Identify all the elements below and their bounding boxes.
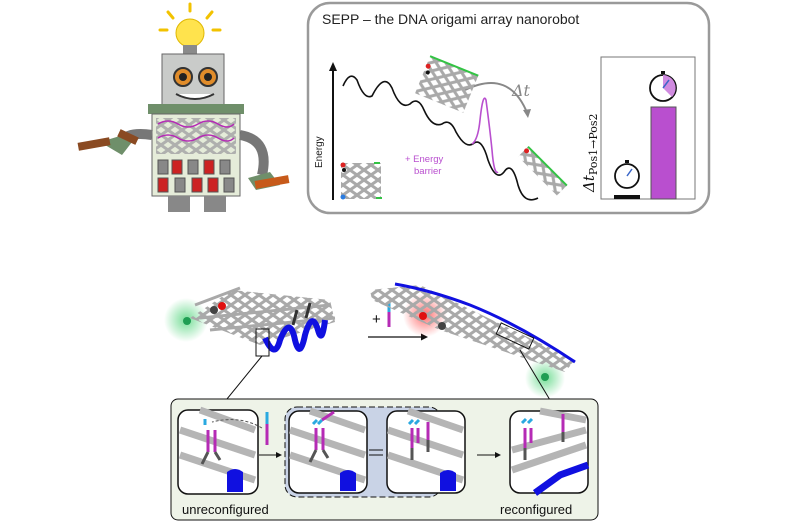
zoom-view-4 xyxy=(509,407,590,496)
delta-t-label: Δt xyxy=(511,81,531,100)
plus-sign: + xyxy=(372,311,381,328)
dwell-time-bar-chart: ΔtPos1→Pos2 xyxy=(580,56,696,200)
barrier-label-1: + Energy xyxy=(405,154,444,165)
sepp-panel: SEPP – the DNA origami array nanorobot E… xyxy=(306,1,711,215)
label-unreconfigured: unreconfigured xyxy=(182,502,269,517)
bar-with-barrier xyxy=(650,106,677,200)
panel-title: SEPP – the DNA origami array nanorobot xyxy=(322,11,579,27)
mechanism-panel: unreconfigured reconfigured xyxy=(170,398,599,521)
origami-initial xyxy=(340,162,382,200)
lightbulb-icon xyxy=(158,2,222,54)
origami-reconfigured-3d xyxy=(370,282,576,411)
bar-without-barrier xyxy=(614,195,640,199)
barrier-label-2: barrier xyxy=(414,166,441,177)
zoom-view-1 xyxy=(177,406,259,495)
bar-axis-label: ΔtPos1→Pos2 xyxy=(580,113,600,193)
energy-axis-label: Energy xyxy=(314,136,325,168)
axis-arrow-icon xyxy=(329,62,337,71)
stopwatch-icon xyxy=(614,160,640,189)
equilibrium-arrows-icon xyxy=(369,449,383,456)
label-reconfigured: reconfigured xyxy=(500,502,572,517)
robot-illustration xyxy=(77,2,290,212)
energy-barrier-peak xyxy=(471,97,499,174)
zoom-view-3 xyxy=(386,407,466,494)
origami-final xyxy=(518,145,568,196)
origami-intermediate xyxy=(415,55,479,113)
origami-unreconfigured-3d xyxy=(164,286,336,411)
stopwatch-icon xyxy=(649,71,677,102)
energy-landscape-curve xyxy=(342,75,539,201)
zoom-view-2 xyxy=(288,407,368,494)
